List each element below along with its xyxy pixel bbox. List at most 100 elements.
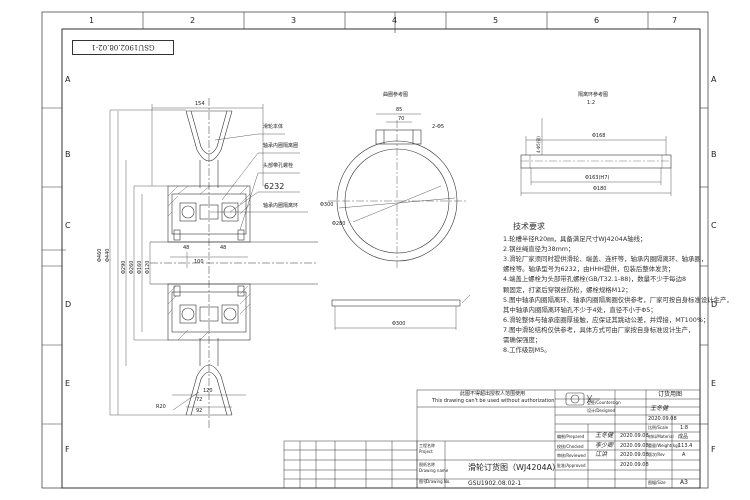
company-logo (565, 392, 600, 406)
row-label: E (711, 379, 717, 388)
title-block-grid (283, 389, 701, 489)
dim-text: 48 (220, 245, 227, 251)
row-label: E (65, 379, 71, 388)
spacer-ring-view (520, 118, 672, 196)
callout-inner-spacer: 轴承内圈隔离圈 (263, 143, 299, 149)
project-label-en: Project (419, 449, 433, 454)
dim-text: Φ163(H7) (585, 175, 610, 181)
tech-line: 颗固定，打紧后穿钢丝防松，螺栓规格M12； (503, 285, 632, 294)
row-label: D (711, 300, 718, 309)
dim-text: 72 (196, 397, 203, 403)
row-date: 2020.09.08 (620, 462, 649, 468)
signature-prepared: 王冬健 (595, 432, 614, 439)
dim-text: Φ300 (320, 202, 334, 208)
flange-ref-title: 曲圈参考图 (383, 92, 409, 98)
tech-line: 其中轴承内圈隔离环轴孔不少于4处，直径不小于Φ5； (503, 305, 657, 314)
drawing-label-en: Drawing name (419, 468, 449, 473)
row-date: 2020.09.08 (620, 443, 649, 449)
spacer-ref-title: 隔离环参考图 (578, 92, 609, 98)
dim-text: 120 (203, 388, 213, 394)
callout-leaders (210, 133, 308, 231)
row-label: C (711, 221, 717, 230)
technical-requirements: 技术要求 1.轮槽半径R20㎜，具备满足尺寸WJ4204A轴线； 2.钢丝绳直径… (503, 222, 733, 355)
callout-pulley-body: 滑轮本体 (263, 124, 284, 130)
callout-drilled-bolt: 头部带孔螺栓 (263, 163, 294, 169)
row-label: B (65, 150, 71, 159)
row-role: 校核/Checked (557, 444, 584, 449)
row-date: 2020.09.08 (620, 433, 649, 439)
callout-spacer-ring: 轴承内圈隔离环 (263, 203, 299, 209)
row-label: C (65, 221, 71, 230)
dim-text: 4-Φ5(铜) (536, 136, 541, 153)
weight-value: 113.4 (678, 443, 693, 449)
size-label: 图幅/Size (648, 480, 666, 485)
row-label: B (711, 150, 717, 159)
col-label: 2 (190, 16, 196, 25)
dim-text: Φ168 (592, 133, 606, 139)
tech-line: 需确保强度； (503, 336, 542, 345)
col-label: 3 (291, 16, 297, 25)
dim-text: Φ160 (137, 260, 143, 274)
main-dimension-lines (109, 104, 264, 416)
size-value: A3 (680, 479, 688, 486)
dim-text: Φ460 (97, 248, 103, 262)
tech-line: 8.工作级别M5。 (503, 346, 551, 355)
dim-text: Φ180 (593, 186, 607, 192)
dim-text: 85 (396, 107, 403, 113)
row-field: 材料/Material (648, 434, 674, 439)
drawing-no-label: 图号 (419, 479, 427, 484)
material-value: 成品 (678, 434, 689, 440)
dim-text: R20 (156, 404, 166, 410)
dim-text: 154 (195, 101, 205, 107)
dim-text: Φ300 (392, 321, 406, 327)
col-label: 6 (594, 16, 600, 25)
tech-line: 3.滑轮厂家须同时提供滑轮、端盖、连杆等，轴承内圈隔离环、轴承圈， (503, 255, 708, 264)
tech-line: 6.滑轮整体与轴承座圈厚接触，应保证其跳动公差，并焊接，MT100%； (503, 315, 710, 324)
row-role: 批准/Approved (557, 463, 586, 468)
rev-value: A (682, 452, 686, 458)
dim-text: Φ440 (105, 248, 111, 262)
dim-text: 92 (196, 408, 203, 414)
drawing-number: GSU1902.08.02-1 (468, 480, 522, 487)
row-field: 比例/Scale (648, 425, 669, 430)
flange-reference-view (328, 113, 468, 268)
col-label: 5 (493, 16, 499, 25)
notice-en: This drawing can't be used without autho… (432, 398, 555, 404)
countersign-label: 会签/Countersign (587, 400, 621, 405)
spacer-scale: 1:2 (587, 100, 596, 106)
dim-text: Φ280 (332, 221, 346, 227)
tech-line: 螺栓等。轴承型号为6232，由HHH提供，包装后整体发货； (503, 265, 675, 274)
tech-line: 5.图中轴承内圈隔离环、轴承内圈隔离圈仅供参考，厂家可按自身标准设计生产， (503, 295, 733, 304)
row-label: F (65, 445, 70, 454)
row-date: 2020.09.08 (620, 452, 649, 458)
tech-line: 4.端盖上螺栓为头部带孔螺栓(GB/T32.1-88)，数量不少于每边8 (503, 275, 687, 284)
dim-text: 100 (194, 259, 204, 265)
changes-header: 订货用图 (658, 391, 683, 398)
drawing-number-tag: GSU1902.08.02-1 (72, 40, 174, 55)
signature-designed: 王冬健 (650, 405, 669, 412)
tech-title: 技术要求 (513, 222, 545, 231)
signature-reviewed: 江洪 (595, 451, 608, 458)
dim-text: Φ120 (145, 260, 151, 274)
drawing-title: 滑轮订货图（WJ4204A） (468, 463, 561, 472)
tech-line: 1.轮槽半径R20㎜，具备满足尺寸WJ4204A轴线； (503, 235, 647, 244)
dim-text: Φ290 (121, 260, 127, 274)
row-label: A (65, 75, 71, 84)
tech-line: 7.图中滑轮结构仅供参考，具体方式可由厂家按自身标准设计生产， (503, 325, 695, 334)
row-field: 重量/Weight(kg) (648, 443, 680, 448)
dim-text: Φ260 (129, 260, 135, 274)
project-label: 工程名称 (419, 443, 435, 448)
col-label: 1 (89, 16, 95, 25)
drawing-label: 图纸名称 (419, 462, 435, 467)
callout-bearing: 6232 (264, 182, 285, 191)
section-hatching (167, 185, 251, 341)
drawing-no-label-en: Drawing No. (426, 479, 451, 484)
row-field: 版次/Rev (648, 452, 665, 457)
col-label: 7 (672, 16, 678, 25)
notice-cn: 此图不得超出授权人范围使用 (460, 391, 526, 397)
signature-checked: 李少卿 (595, 442, 614, 449)
row-label: A (711, 75, 717, 84)
dim-text: 48 (183, 245, 190, 251)
